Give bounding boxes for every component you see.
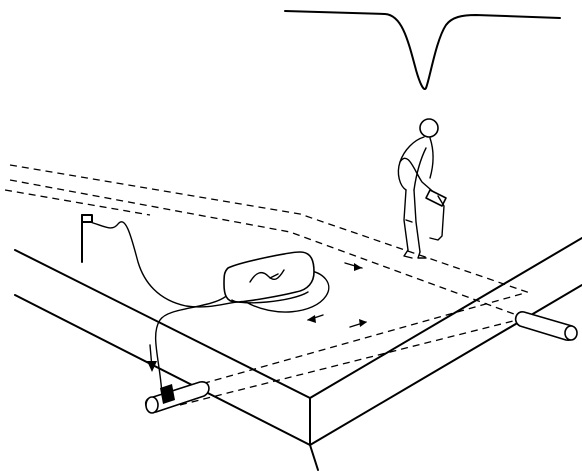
surveyor-with-detector bbox=[398, 119, 446, 258]
connection-cable bbox=[90, 222, 329, 395]
transmitter-box bbox=[224, 252, 314, 303]
buried-pipe-left bbox=[146, 382, 209, 413]
signal-trace bbox=[285, 11, 560, 89]
buried-pipe-right bbox=[516, 312, 577, 340]
